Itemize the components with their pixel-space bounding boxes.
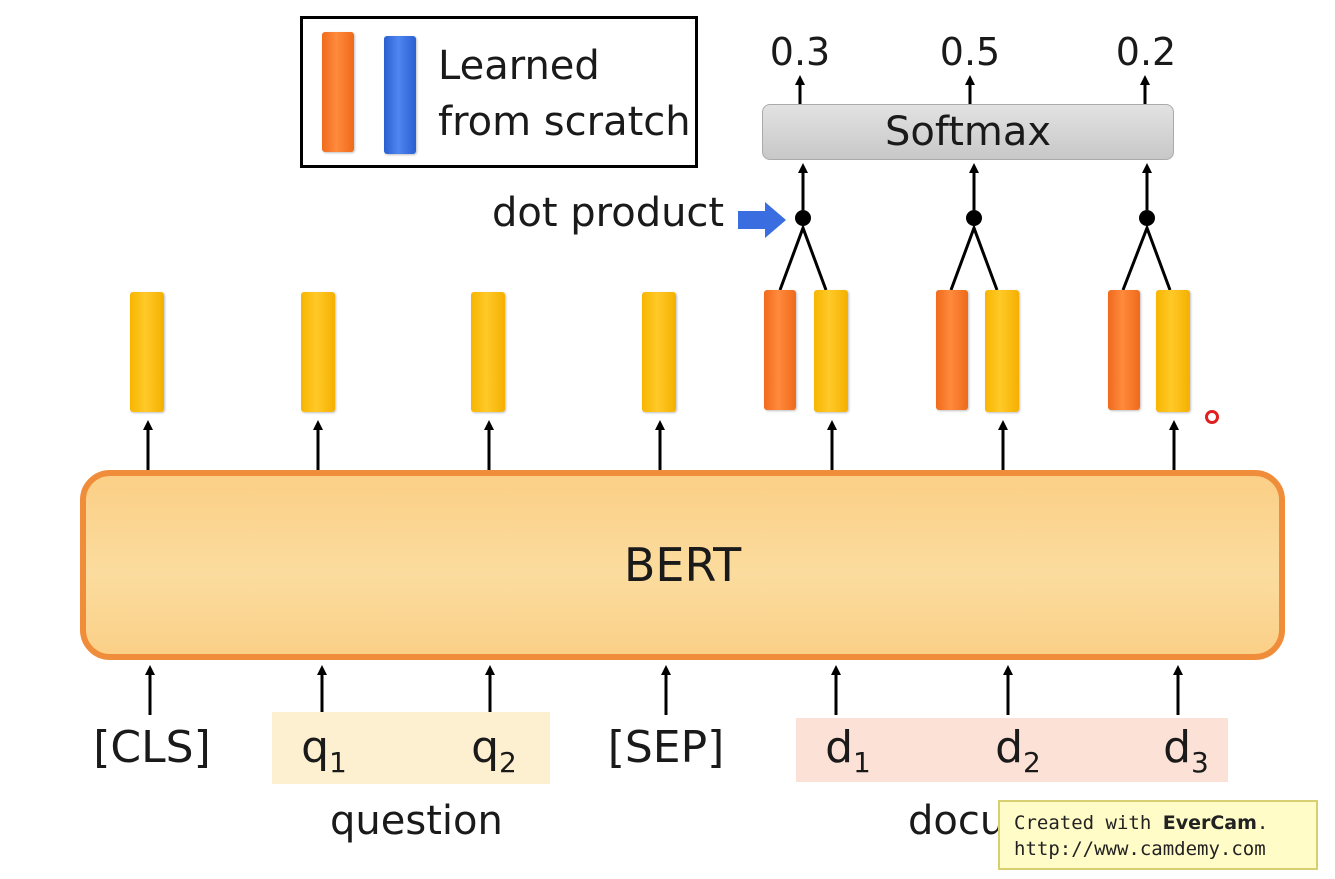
token-q1-sub: 1 xyxy=(329,746,347,779)
token-d1: d1 xyxy=(816,722,880,779)
output-vector-sep xyxy=(642,292,676,412)
token-q1: q1 xyxy=(292,722,356,779)
bert-model-box: BERT xyxy=(80,470,1285,660)
token-d3-base: d xyxy=(1163,722,1192,773)
watermark-prefix: Created with xyxy=(1014,812,1163,834)
prob-value-2: 0.5 xyxy=(939,30,1001,74)
token-d2-sub: 2 xyxy=(1023,746,1041,779)
token-cls: [CLS] xyxy=(93,722,211,773)
input-arrows xyxy=(145,665,1183,715)
softmax-box: Softmax xyxy=(762,104,1174,160)
token-d1-sub: 1 xyxy=(853,746,871,779)
output-vector-d2 xyxy=(985,290,1019,412)
output-vector-q1 xyxy=(301,292,335,412)
legend-label-line1: Learned xyxy=(438,43,600,89)
document-highlight xyxy=(796,718,1228,782)
dot-lines-d3 xyxy=(1121,223,1172,291)
watermark-url[interactable]: http://www.camdemy.com xyxy=(1014,838,1266,860)
dot-lines-d1 xyxy=(778,223,828,291)
dot-node-2 xyxy=(966,210,982,226)
prob-value-3: 0.2 xyxy=(1115,30,1177,74)
token-d1-base: d xyxy=(825,722,854,773)
dot-product-lines xyxy=(778,223,1172,291)
prob-value-1: 0.3 xyxy=(769,30,831,74)
question-group-label: question xyxy=(330,798,503,844)
dot-product-label: dot product xyxy=(492,190,725,236)
token-d2-base: d xyxy=(995,722,1024,773)
token-q2: q2 xyxy=(462,722,526,779)
legend-orange-swatch xyxy=(322,32,354,152)
start-vector-d2 xyxy=(936,290,968,410)
dot-nodes xyxy=(795,210,1155,226)
legend-blue-swatch xyxy=(384,36,416,154)
pointer-arrow-icon xyxy=(738,202,786,238)
output-arrows xyxy=(143,420,1179,472)
output-vector-d1 xyxy=(814,290,848,412)
dot-node-3 xyxy=(1139,210,1155,226)
document-group-label: docu xyxy=(908,798,1006,844)
token-q2-sub: 2 xyxy=(499,746,517,779)
watermark-line1: Created with EverCam. xyxy=(1014,810,1316,836)
token-d2: d2 xyxy=(986,722,1050,779)
dot-to-softmax-arrows xyxy=(798,163,1152,210)
question-highlight xyxy=(272,712,550,784)
watermark-suffix: . xyxy=(1256,812,1269,834)
token-d3: d3 xyxy=(1154,722,1218,779)
dot-node-1 xyxy=(795,210,811,226)
start-vector-d3 xyxy=(1108,290,1140,410)
dot-lines-d2 xyxy=(949,223,999,291)
output-vector-cls xyxy=(130,292,164,412)
token-q1-base: q xyxy=(301,722,330,773)
softmax-output-arrows xyxy=(795,75,1150,104)
output-vector-d3 xyxy=(1156,290,1190,412)
evercam-watermark[interactable]: Created with EverCam. http://www.camdemy… xyxy=(998,800,1318,870)
token-d3-sub: 3 xyxy=(1191,746,1209,779)
start-vector-d1 xyxy=(764,290,796,410)
output-vector-q2 xyxy=(471,292,505,412)
legend xyxy=(300,16,698,168)
token-sep: [SEP] xyxy=(607,722,725,773)
legend-label: Learned from scratch xyxy=(438,38,691,150)
token-q2-base: q xyxy=(471,722,500,773)
watermark-brand: EverCam xyxy=(1162,812,1257,834)
cursor-indicator-icon xyxy=(1205,410,1219,424)
bert-label: BERT xyxy=(623,538,742,592)
softmax-label: Softmax xyxy=(884,109,1052,155)
legend-label-line2: from scratch xyxy=(438,99,691,145)
